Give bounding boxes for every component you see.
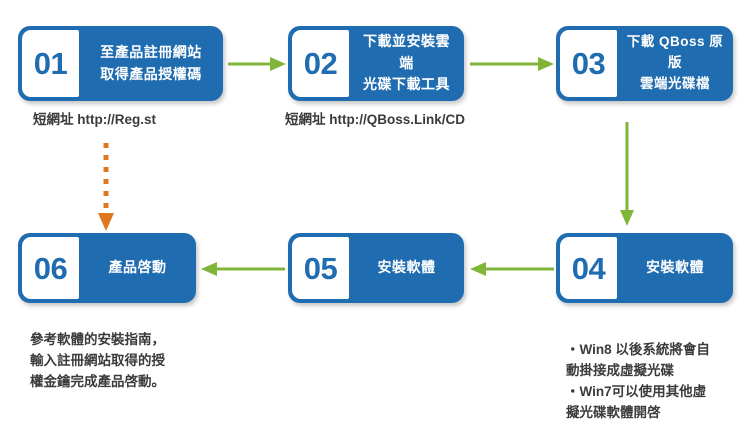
step-number-02: 02	[303, 46, 338, 81]
step-box-03: 03 下載 QBoss 原版 雲端光碟檔	[556, 26, 733, 101]
step-number-panel-02: 02	[292, 30, 349, 97]
step-number-panel-06: 06	[22, 237, 79, 299]
step-number-panel-05: 05	[292, 237, 349, 299]
arrow-01-to-02	[228, 55, 286, 73]
step-number-panel-04: 04	[560, 237, 617, 299]
step-box-04: 04 安裝軟體	[556, 233, 733, 303]
step-label-06: 產品啓動	[108, 259, 167, 276]
step-box-01: 01 至產品註冊網站 取得產品授權碼	[18, 26, 223, 101]
step-label-04: 安裝軟體	[646, 259, 704, 276]
step-box-05: 05 安裝軟體	[288, 233, 464, 303]
step-number-01: 01	[33, 46, 68, 81]
step-box-06: 06 產品啓動	[18, 233, 196, 303]
step-label-05: 安裝軟體	[377, 259, 436, 276]
step-caption-02: 短網址 http://QBoss.Link/CD	[285, 112, 465, 127]
arrow-03-to-04	[618, 122, 636, 226]
step-label-02: 下載並安裝雲端 光碟下載工具	[363, 32, 450, 93]
step-number-panel-03: 03	[560, 30, 617, 97]
arrow-02-to-03	[470, 55, 554, 73]
step-number-06: 06	[33, 250, 68, 286]
arrow-05-to-06	[201, 260, 285, 278]
step-number-panel-01: 01	[22, 30, 79, 97]
arrow-04-to-05	[470, 260, 554, 278]
step-number-04: 04	[571, 250, 606, 286]
step-label-01: 至產品註冊網站 取得產品授權碼	[100, 43, 202, 82]
step-number-05: 05	[303, 250, 338, 286]
step-caption-06: 參考軟體的安裝指南， 輸入註冊網站取得的授 權金鑰完成產品啓動。	[30, 332, 165, 389]
step-box-02: 02 下載並安裝雲端 光碟下載工具	[288, 26, 464, 101]
step-caption-01: 短網址 http://Reg.st	[33, 112, 156, 127]
step-number-03: 03	[571, 46, 606, 81]
arrow-01-to-06	[97, 143, 115, 231]
step-label-03: 下載 QBoss 原版 雲端光碟檔	[626, 34, 724, 91]
step-caption-04: ・Win8 以後系統將會自 動掛接成虛擬光碟 ・Win7可以使用其他虛 擬光碟軟…	[566, 342, 710, 420]
